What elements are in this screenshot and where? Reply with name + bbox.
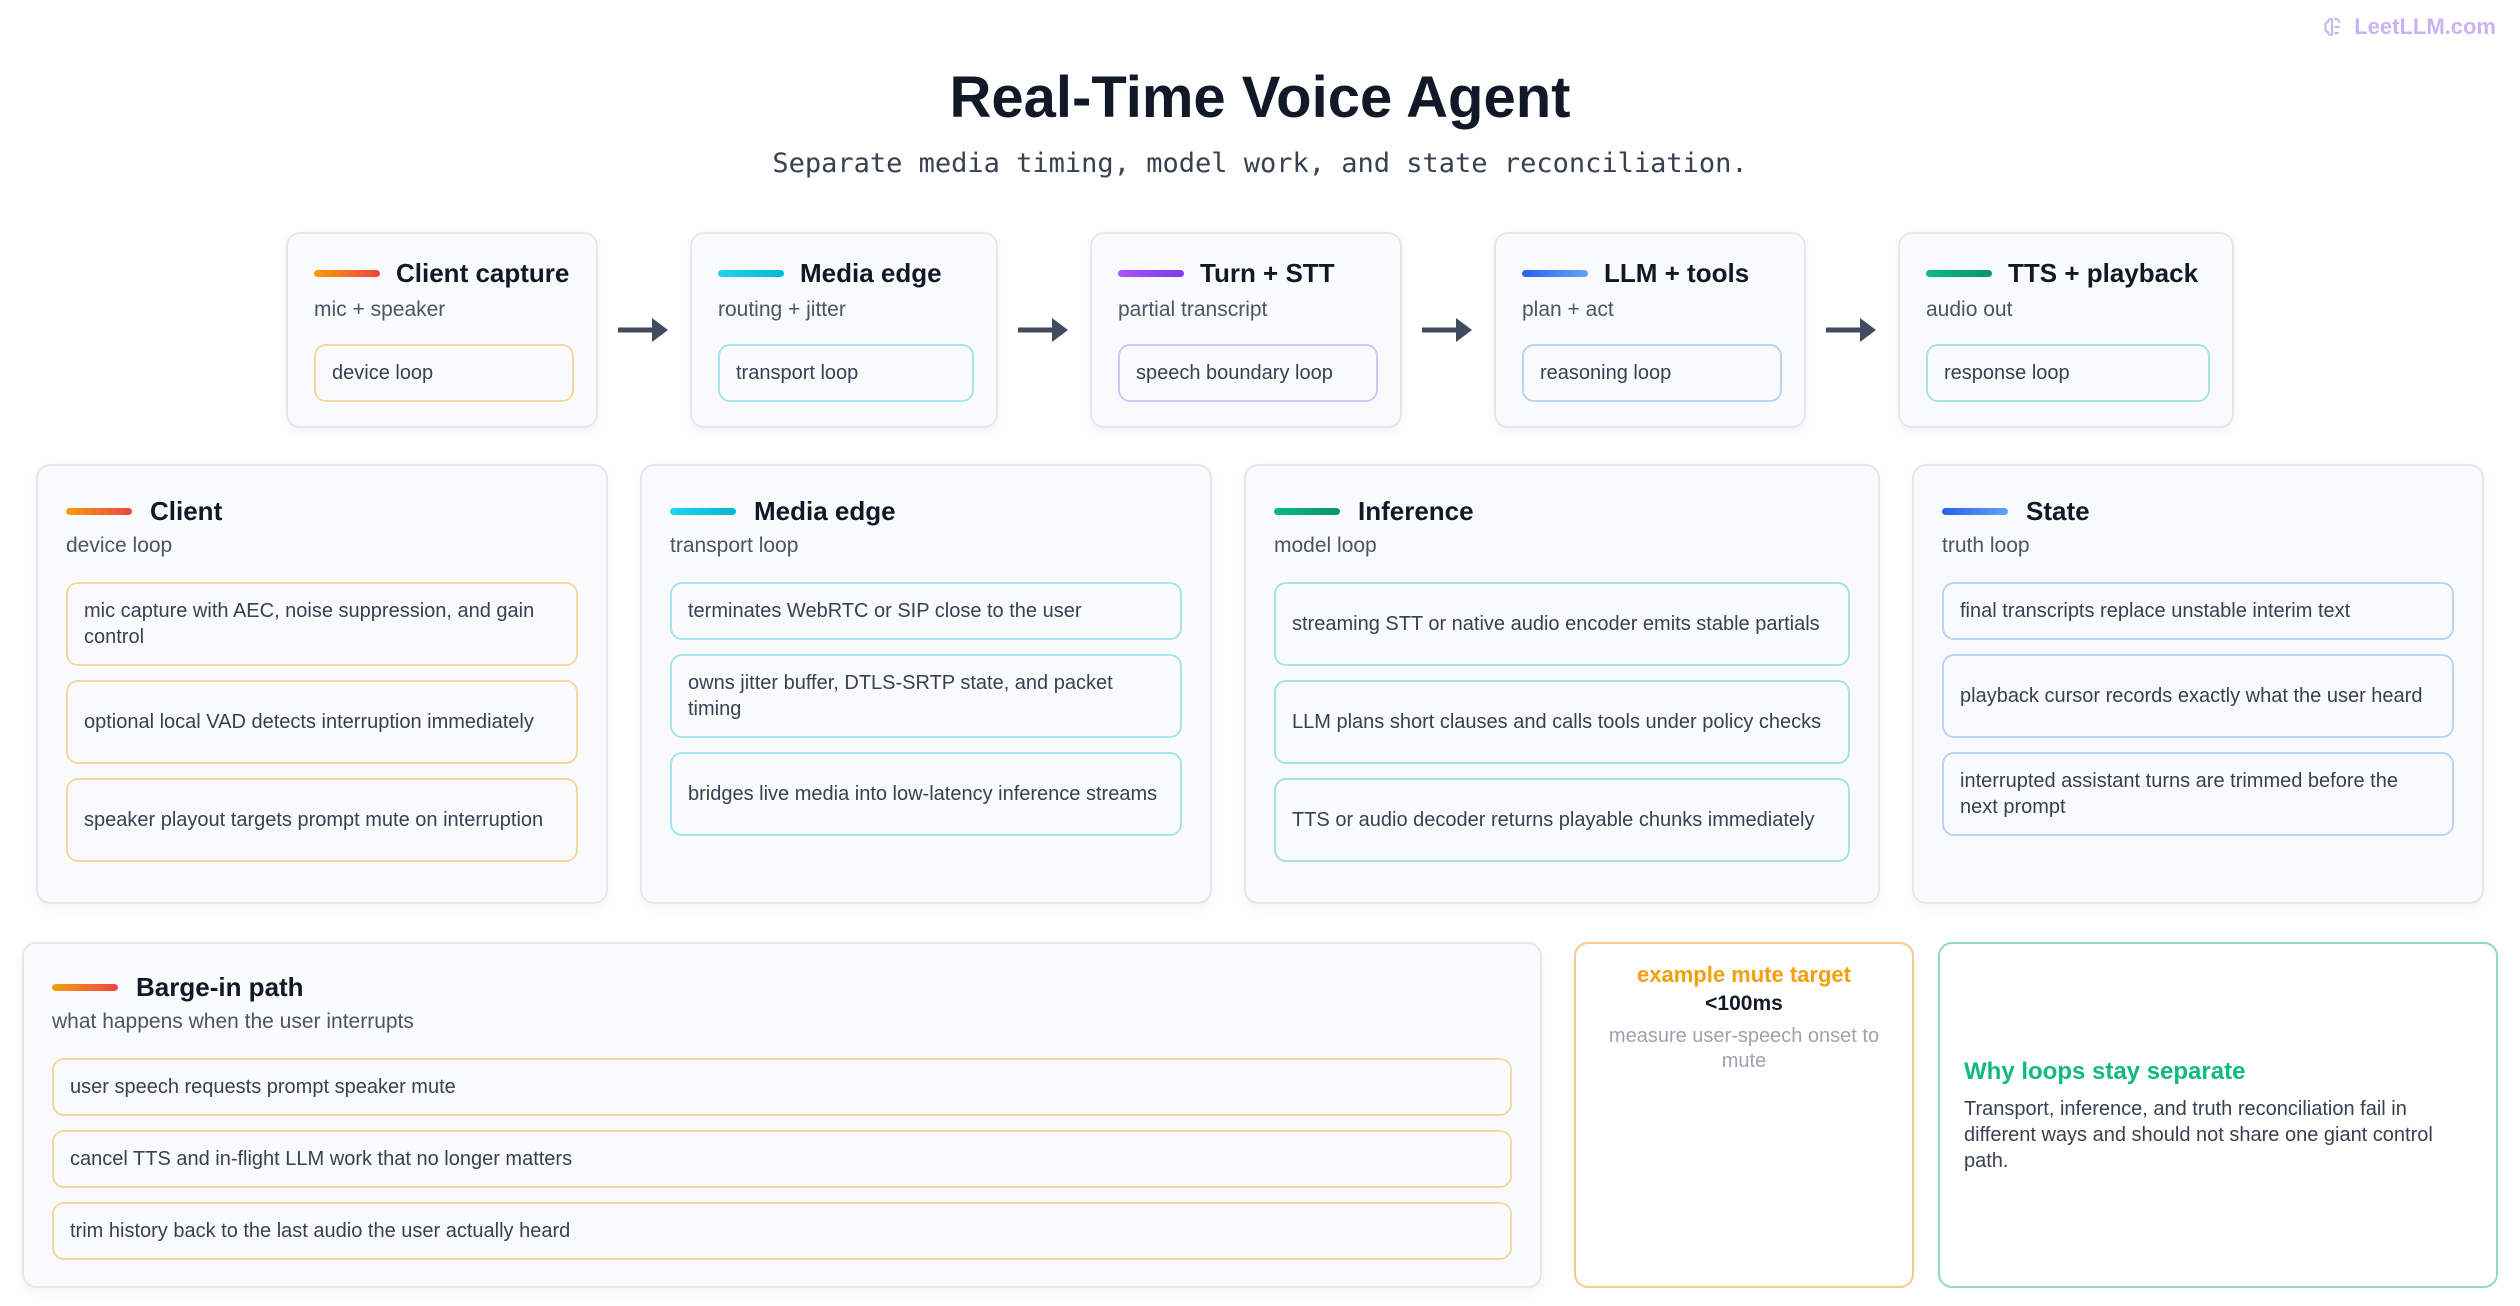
accent-bar (66, 508, 132, 515)
card-subtitle: partial transcript (1118, 298, 1268, 321)
accent-bar (1926, 270, 1992, 277)
pipeline-card-turn-stt: Turn + STT partial transcript speech bou… (1090, 232, 1402, 428)
accent-bar (1118, 270, 1184, 277)
card-title: Media edge (754, 496, 896, 526)
loop-card-media-edge: Media edge transport loop terminates Web… (640, 464, 1212, 904)
accent-bar (1522, 270, 1588, 277)
why-body: Transport, inference, and truth reconcil… (1964, 1098, 2433, 1172)
loop-detail-item: streaming STT or native audio encoder em… (1274, 582, 1850, 666)
card-subtitle: truth loop (1942, 534, 2030, 557)
page-subtitle: Separate media timing, model work, and s… (772, 148, 1748, 179)
loop-detail-item: TTS or audio decoder returns playable ch… (1274, 778, 1850, 862)
pipeline-card-client-capture: Client capture mic + speaker device loop (286, 232, 598, 428)
card-subtitle: model loop (1274, 534, 1377, 557)
card-title: TTS + playback (2008, 258, 2199, 288)
arrow-right-icon (1826, 318, 1876, 342)
loop-detail-item: interrupted assistant turns are trimmed … (1942, 752, 2454, 836)
accent-bar (314, 270, 380, 277)
card-title: Inference (1358, 496, 1474, 526)
loop-chip: response loop (1926, 344, 2210, 402)
why-title: Why loops stay separate (1964, 1058, 2246, 1085)
arrow-right-icon (618, 318, 668, 342)
loop-chip: reasoning loop (1522, 344, 1782, 402)
loop-detail-item: speaker playout targets prompt mute on i… (66, 778, 578, 862)
stat-description: measure user-speech onset to mute (1608, 1025, 1880, 1072)
page-title: Real-Time Voice Agent (949, 65, 1571, 130)
loop-detail-item: final transcripts replace unstable inter… (1942, 582, 2454, 640)
pipeline-card-media-edge: Media edge routing + jitter transport lo… (690, 232, 998, 428)
arrow-right-icon (1018, 318, 1068, 342)
card-subtitle: plan + act (1522, 298, 1614, 321)
card-subtitle: mic + speaker (314, 298, 446, 321)
barge-in-step: cancel TTS and in-flight LLM work that n… (52, 1130, 1512, 1188)
accent-bar (52, 984, 118, 991)
stat-value: <100ms (1705, 992, 1783, 1015)
loop-detail-item: LLM plans short clauses and calls tools … (1274, 680, 1850, 764)
why-separate-card: Why loops stay separate Transport, infer… (1938, 942, 2498, 1288)
accent-bar (718, 270, 784, 277)
brand-logo[interactable]: LeetLLM.com (2322, 14, 2496, 40)
card-subtitle: what happens when the user interrupts (52, 1010, 414, 1033)
stat-title: example mute target (1637, 962, 1851, 987)
loop-card-inference: Inference model loop streaming STT or na… (1244, 464, 1880, 904)
loop-detail-item: terminates WebRTC or SIP close to the us… (670, 582, 1182, 640)
loop-detail-item: optional local VAD detects interruption … (66, 680, 578, 764)
card-subtitle: transport loop (670, 534, 799, 557)
accent-bar (1942, 508, 2008, 515)
brain-icon (2324, 18, 2341, 36)
card-subtitle: device loop (66, 534, 173, 557)
loop-detail-item: owns jitter buffer, DTLS-SRTP state, and… (670, 654, 1182, 738)
card-title: Turn + STT (1200, 258, 1335, 288)
pipeline-card-tts-playback: TTS + playback audio out response loop (1898, 232, 2234, 428)
loop-detail-item: mic capture with AEC, noise suppression,… (66, 582, 578, 666)
barge-in-step: trim history back to the last audio the … (52, 1202, 1512, 1260)
card-title: Client capture (396, 258, 570, 288)
loop-card-client: Client device loop mic capture with AEC,… (36, 464, 608, 904)
card-title: Media edge (800, 258, 942, 288)
loop-detail-item: playback cursor records exactly what the… (1942, 654, 2454, 738)
card-title: Client (150, 496, 223, 526)
barge-in-step: user speech requests prompt speaker mute (52, 1058, 1512, 1116)
loop-card-state: State truth loop final transcripts repla… (1912, 464, 2484, 904)
card-subtitle: routing + jitter (718, 298, 846, 321)
accent-bar (670, 508, 736, 515)
loop-detail-item: bridges live media into low-latency infe… (670, 752, 1182, 836)
loop-chip: device loop (314, 344, 574, 402)
pipeline-card-llm-tools: LLM + tools plan + act reasoning loop (1494, 232, 1806, 428)
card-subtitle: audio out (1926, 298, 2013, 321)
brand-text: LeetLLM.com (2354, 14, 2496, 39)
loop-chip: speech boundary loop (1118, 344, 1378, 402)
card-title: Barge-in path (136, 972, 304, 1002)
arrow-right-icon (1422, 318, 1472, 342)
card-title: LLM + tools (1604, 258, 1750, 288)
mute-target-card: example mute target <100ms measure user-… (1574, 942, 1914, 1288)
loop-chip: transport loop (718, 344, 974, 402)
card-title: State (2026, 496, 2090, 526)
accent-bar (1274, 508, 1340, 515)
barge-in-card: Barge-in path what happens when the user… (22, 942, 1542, 1288)
